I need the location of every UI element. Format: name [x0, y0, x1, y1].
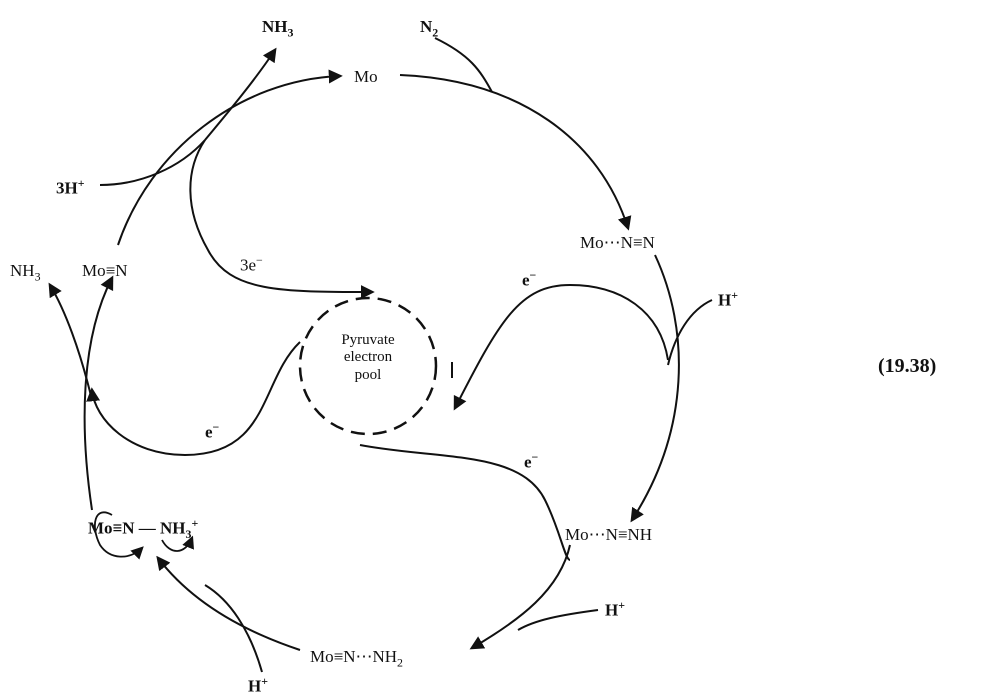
- mo-n-nh-label: Mo⋯N≡NH: [565, 525, 653, 544]
- electron-arc-e-bottom: [359, 444, 571, 561]
- arrow-h-bottom-in: [204, 584, 263, 673]
- curly-arrow-1: [94, 511, 144, 560]
- arc-monnh2-to-monnh3: [156, 555, 301, 651]
- arrow-h-mid-in: [517, 609, 599, 631]
- arc-mon-to-mo: [117, 69, 343, 246]
- mo-n-nh3-label: Mo≡N — NH3+: [88, 516, 199, 542]
- h-plus-bottom-label: H+: [248, 674, 269, 696]
- arrow-3h-in: [99, 139, 206, 186]
- mo-n-nh2-label: Mo≡N⋯NH2: [310, 647, 403, 670]
- pool-line-1: Pyruvate: [341, 332, 395, 348]
- arc-mo-to-mon2: [399, 74, 632, 231]
- three-h-plus-label: 3H+: [56, 176, 85, 198]
- electron-arc-e-top: [453, 283, 669, 411]
- mo-label: Mo: [354, 67, 378, 86]
- electron-pool-label: Pyruvate electron pool: [318, 332, 418, 384]
- equation-number: (19.38): [878, 355, 937, 377]
- arrow-nh3-top-out: [204, 47, 277, 141]
- electron-pool-circle: [298, 296, 438, 436]
- h-plus-mid-label: H+: [605, 598, 626, 620]
- pool-line-2: electron: [343, 349, 393, 366]
- arrow-n2-in: [434, 37, 493, 93]
- curly-arrow-2: [161, 535, 194, 552]
- electron-arc-e-left: [86, 341, 301, 457]
- arc-monnh-to-monnh2: [469, 544, 571, 650]
- arc-left-to-mon: [83, 275, 114, 511]
- mo-triple-n-label: Mo≡N: [82, 261, 128, 280]
- h-plus-right-label: H+: [718, 288, 739, 310]
- e-top-label: e−: [522, 268, 537, 290]
- electron-arc-3e: [189, 139, 375, 299]
- arrow-h-right-in: [667, 299, 713, 366]
- pool-line-3: pool: [354, 366, 382, 383]
- e-bottom-label: e−: [524, 450, 539, 472]
- mo-n2-label: Mo⋯N≡N: [580, 233, 655, 252]
- nh3-top-label: NH3: [262, 17, 294, 40]
- arrow-nh3-left-out: [48, 282, 93, 401]
- three-e-label: 3e−: [240, 253, 263, 275]
- n2-label: N2: [420, 17, 439, 40]
- e-left-label: e−: [205, 420, 220, 442]
- nh3-left-label: NH3: [10, 261, 41, 284]
- arc-mon2-to-monnh: [630, 254, 680, 523]
